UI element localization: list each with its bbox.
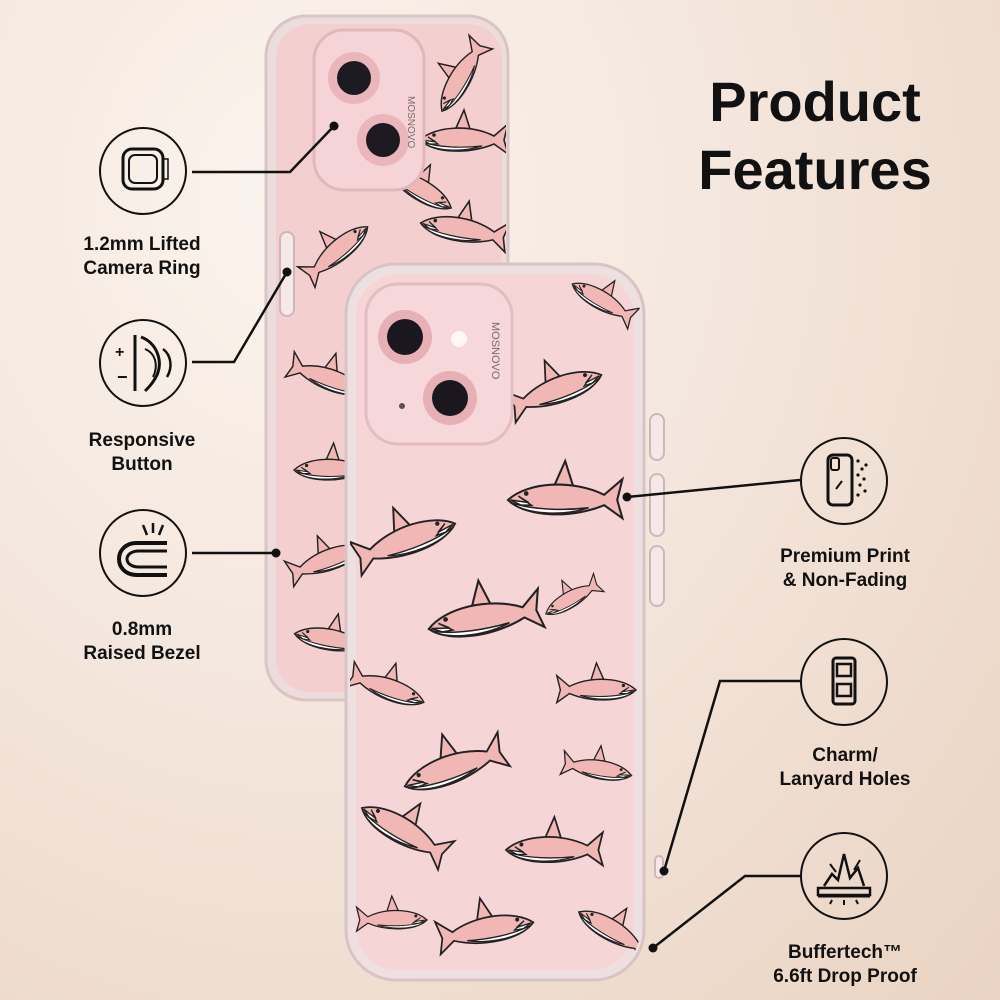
feature-label-responsive-button: Responsive Button xyxy=(88,430,196,475)
shark-illustration xyxy=(436,33,495,113)
raised-bezel-icon xyxy=(99,509,187,597)
shark-illustration xyxy=(419,198,506,255)
shark-illustration xyxy=(504,814,605,868)
camera-ring-icon xyxy=(99,127,187,215)
svg-text:+: + xyxy=(115,344,124,361)
lanyard-holes-icon xyxy=(800,638,888,726)
page-title: Product Features xyxy=(698,70,932,201)
feature-label-premium-print: Premium Print & Non-Fading xyxy=(780,546,910,591)
shark-illustration xyxy=(403,729,513,791)
shark-illustration xyxy=(433,895,535,957)
shark-illustration xyxy=(506,458,625,521)
shark-illustration xyxy=(418,107,506,156)
back-brand-mark: MOSNOVO xyxy=(405,96,416,148)
feature-label-camera-ring: 1.2mm Lifted Camera Ring xyxy=(83,234,201,279)
feature-label-lanyard-holes: Charm/ Lanyard Holes xyxy=(779,745,911,790)
premium-print-icon xyxy=(800,437,888,525)
shark-illustration xyxy=(355,894,428,933)
feature-label-drop-proof: Buffertech™ 6.6ft Drop Proof xyxy=(773,942,917,987)
shark-illustration xyxy=(555,660,638,705)
shark-illustration xyxy=(545,571,606,616)
feature-label-raised-bezel: 0.8mm Raised Bezel xyxy=(83,619,201,664)
drop-proof-icon xyxy=(800,832,888,920)
shark-illustration xyxy=(293,612,377,662)
responsive-button-icon: + − xyxy=(99,319,187,407)
shark-illustration xyxy=(502,358,603,426)
shark-illustration xyxy=(571,279,640,331)
shark-illustration xyxy=(360,801,458,873)
shark-illustration xyxy=(427,577,547,638)
shark-illustration xyxy=(558,744,633,781)
front-brand-mark: MOSNOVO xyxy=(489,322,501,380)
shark-illustration xyxy=(350,505,457,579)
svg-text:−: − xyxy=(117,367,128,387)
shark-illustration xyxy=(350,659,425,706)
shark-illustration xyxy=(295,226,369,290)
